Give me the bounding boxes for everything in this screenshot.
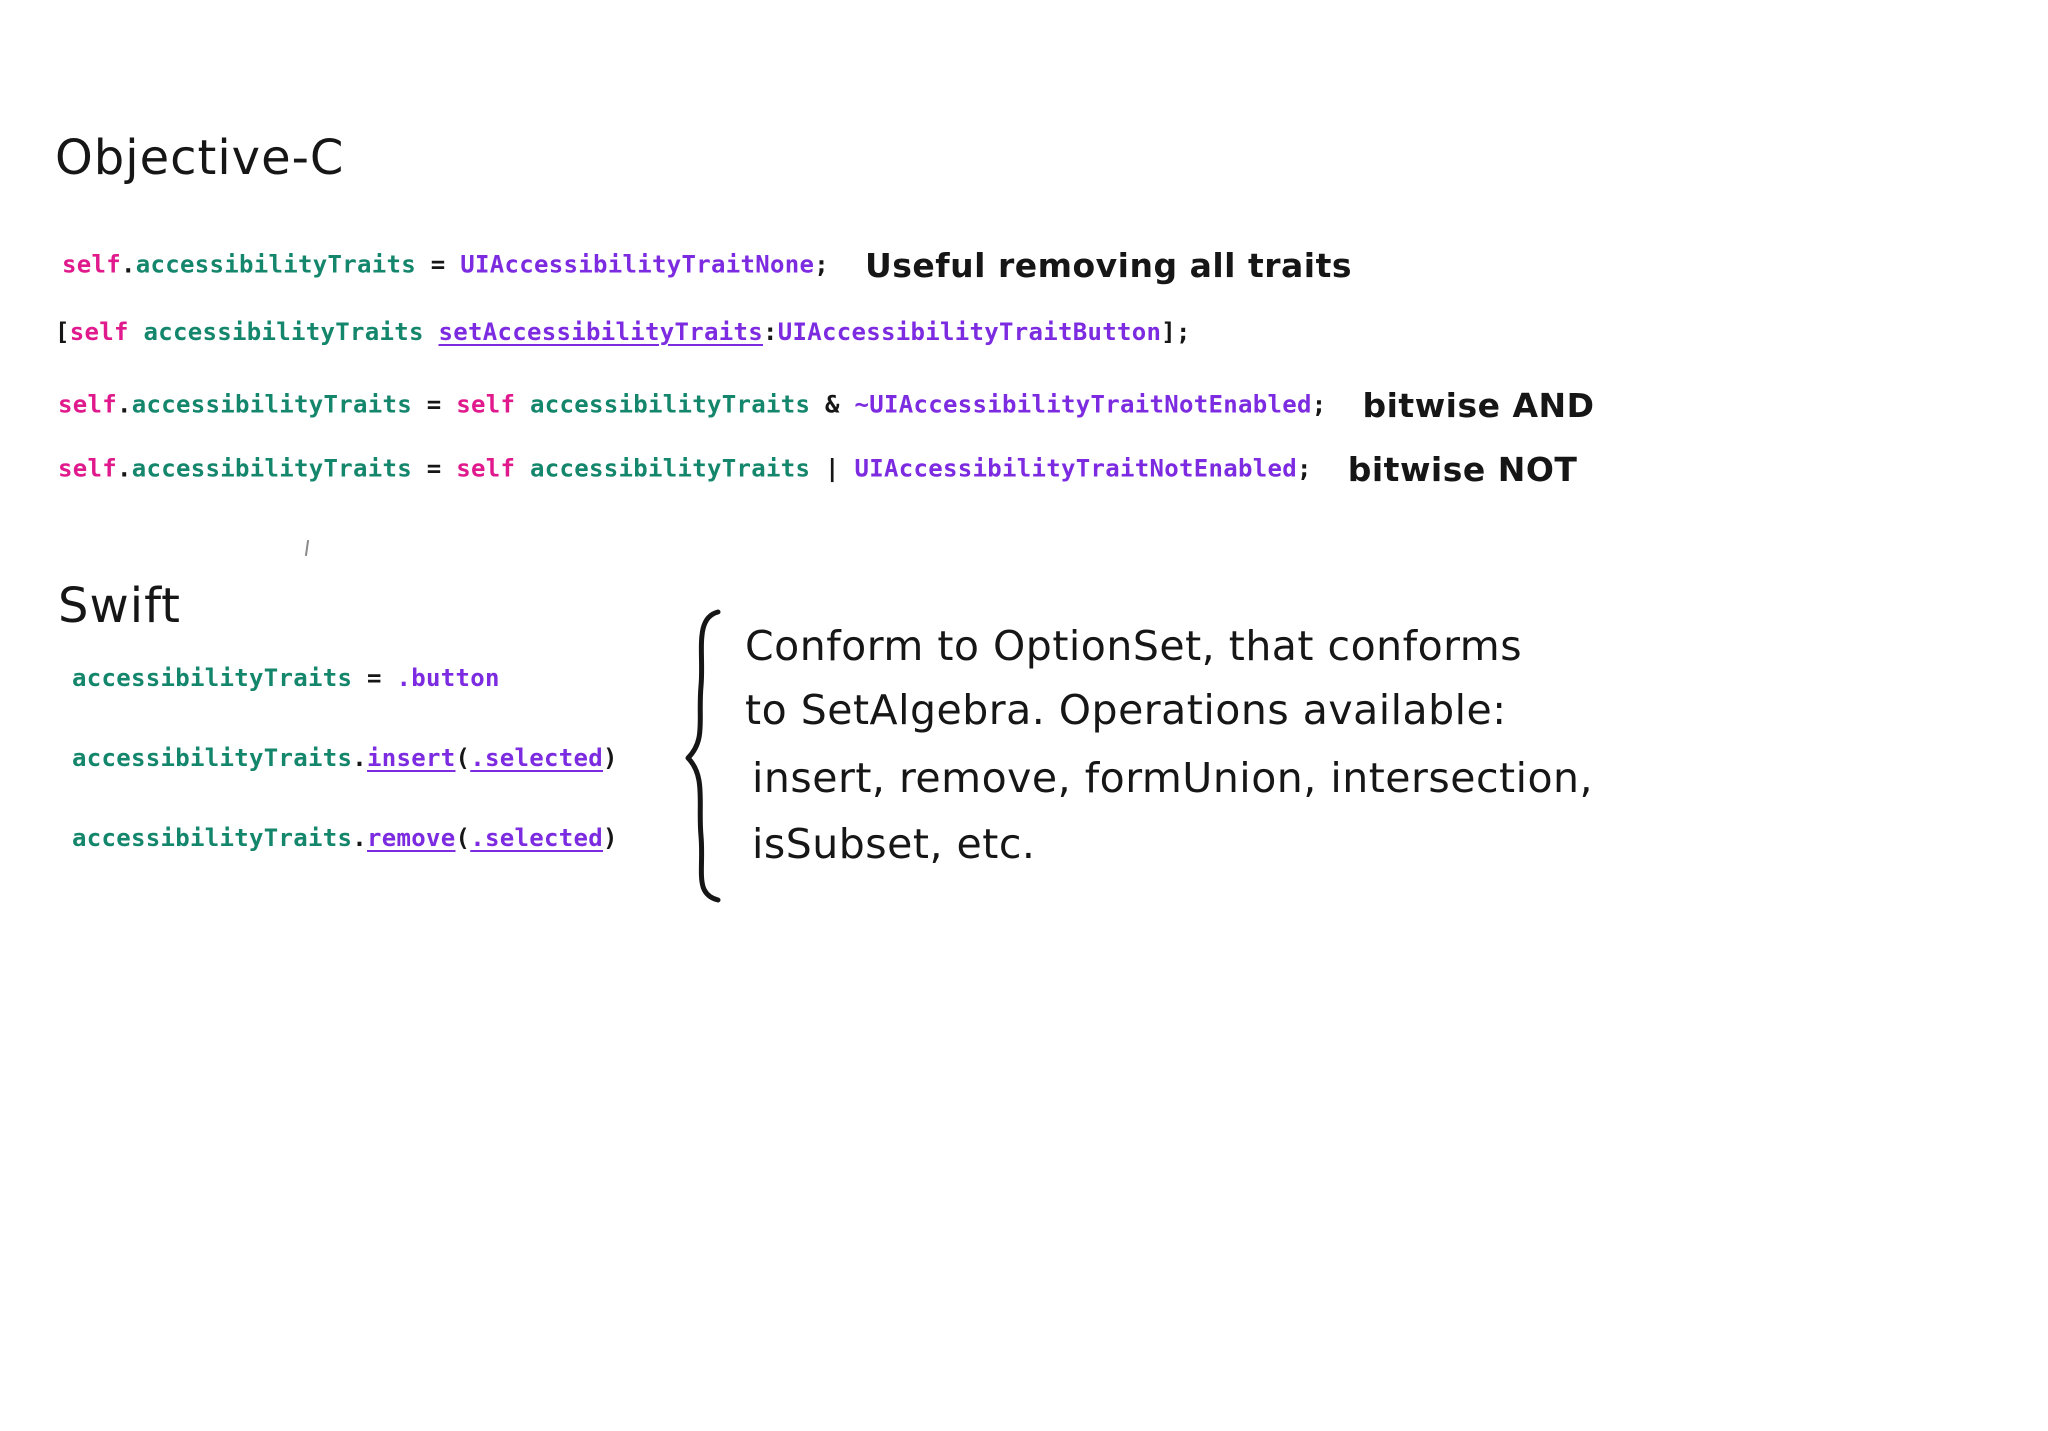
code-token: ; <box>814 250 829 279</box>
note-line-3: insert, remove, formUnion, intersection, <box>752 754 1594 802</box>
annotation-bitwise-not: bitwise NOT <box>1347 450 1578 489</box>
swift-code-line-remove: accessibilityTraits.remove(.selected) <box>72 824 618 852</box>
objc-code-line-bitwise-or: self.accessibilityTraits = self accessib… <box>58 450 1577 489</box>
code-token <box>129 318 144 346</box>
code-tokens: accessibilityTraits = .button <box>72 664 500 692</box>
code-token: UIAccessibilityTraitNone <box>460 250 815 279</box>
code-token: .selected <box>470 744 603 772</box>
code-token: accessibilityTraits <box>72 744 353 772</box>
code-token: accessibilityTraits <box>131 454 412 483</box>
objc-heading: Objective-C <box>55 130 345 186</box>
code-token: self <box>456 390 516 419</box>
code-token: accessibilityTraits <box>131 390 412 419</box>
code-token: ; <box>1311 390 1327 419</box>
code-token: ( <box>455 744 471 772</box>
code-token <box>515 391 530 419</box>
code-token: self <box>58 454 117 483</box>
code-token <box>424 318 439 346</box>
code-token: ]; <box>1161 318 1191 346</box>
code-tokens: accessibilityTraits.insert(.selected) <box>72 744 618 772</box>
code-token: accessibilityTraits <box>135 250 416 279</box>
objc-code-line-bitwise-and: self.accessibilityTraits = self accessib… <box>58 386 1595 425</box>
code-token: [ <box>55 318 70 346</box>
code-token: accessibilityTraits <box>72 824 353 852</box>
code-tokens: accessibilityTraits.remove(.selected) <box>72 824 618 852</box>
code-token: | <box>810 454 855 483</box>
code-tokens: [self accessibilityTraits setAccessibili… <box>55 318 1191 346</box>
code-token: . <box>117 454 132 483</box>
code-token: self <box>62 250 121 279</box>
code-tokens: self.accessibilityTraits = self accessib… <box>58 455 1312 483</box>
note-line-2: to SetAlgebra. Operations available: <box>745 686 1507 734</box>
code-token: accessibilityTraits <box>143 318 424 346</box>
code-token: accessibilityTraits <box>530 454 811 483</box>
code-token: remove <box>367 824 456 852</box>
code-token: setAccessibilityTraits <box>438 318 763 346</box>
swift-heading: Swift <box>58 578 181 634</box>
code-token: . <box>117 390 132 419</box>
stray-pen-mark <box>304 539 310 557</box>
code-token: self <box>456 454 516 483</box>
code-token: accessibilityTraits <box>530 390 811 419</box>
code-token: ) <box>603 744 618 772</box>
code-token: . <box>352 824 367 852</box>
code-tokens: self.accessibilityTraits = UIAccessibili… <box>62 251 829 279</box>
annotation-useful-removing-traits: Useful removing all traits <box>864 246 1353 285</box>
code-token: self <box>58 390 117 419</box>
note-line-1: Conform to OptionSet, that conforms <box>745 622 1523 670</box>
code-tokens: self.accessibilityTraits = self accessib… <box>58 391 1326 419</box>
code-token: = <box>416 250 461 279</box>
code-token: accessibilityTraits <box>72 664 353 692</box>
code-token: ~UIAccessibilityTraitNotEnabled <box>854 390 1312 419</box>
code-token <box>515 455 530 483</box>
code-token: UIAccessibilityTraitNotEnabled <box>854 454 1297 483</box>
swift-code-line-button: accessibilityTraits = .button <box>72 664 500 692</box>
code-token: = <box>352 664 397 692</box>
code-token: & <box>810 390 855 419</box>
code-token: ) <box>603 824 618 852</box>
note-line-4: isSubset, etc. <box>752 820 1036 868</box>
code-token: = <box>412 454 457 483</box>
swift-code-line-insert: accessibilityTraits.insert(.selected) <box>72 744 618 772</box>
annotation-bitwise-and: bitwise AND <box>1362 386 1595 425</box>
objc-code-line-none: self.accessibilityTraits = UIAccessibili… <box>62 246 1352 285</box>
code-token: . <box>352 744 367 772</box>
code-token: = <box>412 390 457 419</box>
code-token: insert <box>367 744 456 772</box>
objc-code-line-setter: [self accessibilityTraits setAccessibili… <box>55 318 1191 346</box>
curly-brace-icon <box>685 609 721 903</box>
code-token: UIAccessibilityTraitButton <box>777 318 1162 346</box>
code-token: ; <box>1296 454 1312 483</box>
code-token: . <box>121 250 136 279</box>
code-token: ( <box>455 824 471 852</box>
code-token: .button <box>396 664 500 692</box>
code-token: .selected <box>470 824 603 852</box>
code-token: : <box>762 318 778 346</box>
code-token: self <box>69 318 129 346</box>
